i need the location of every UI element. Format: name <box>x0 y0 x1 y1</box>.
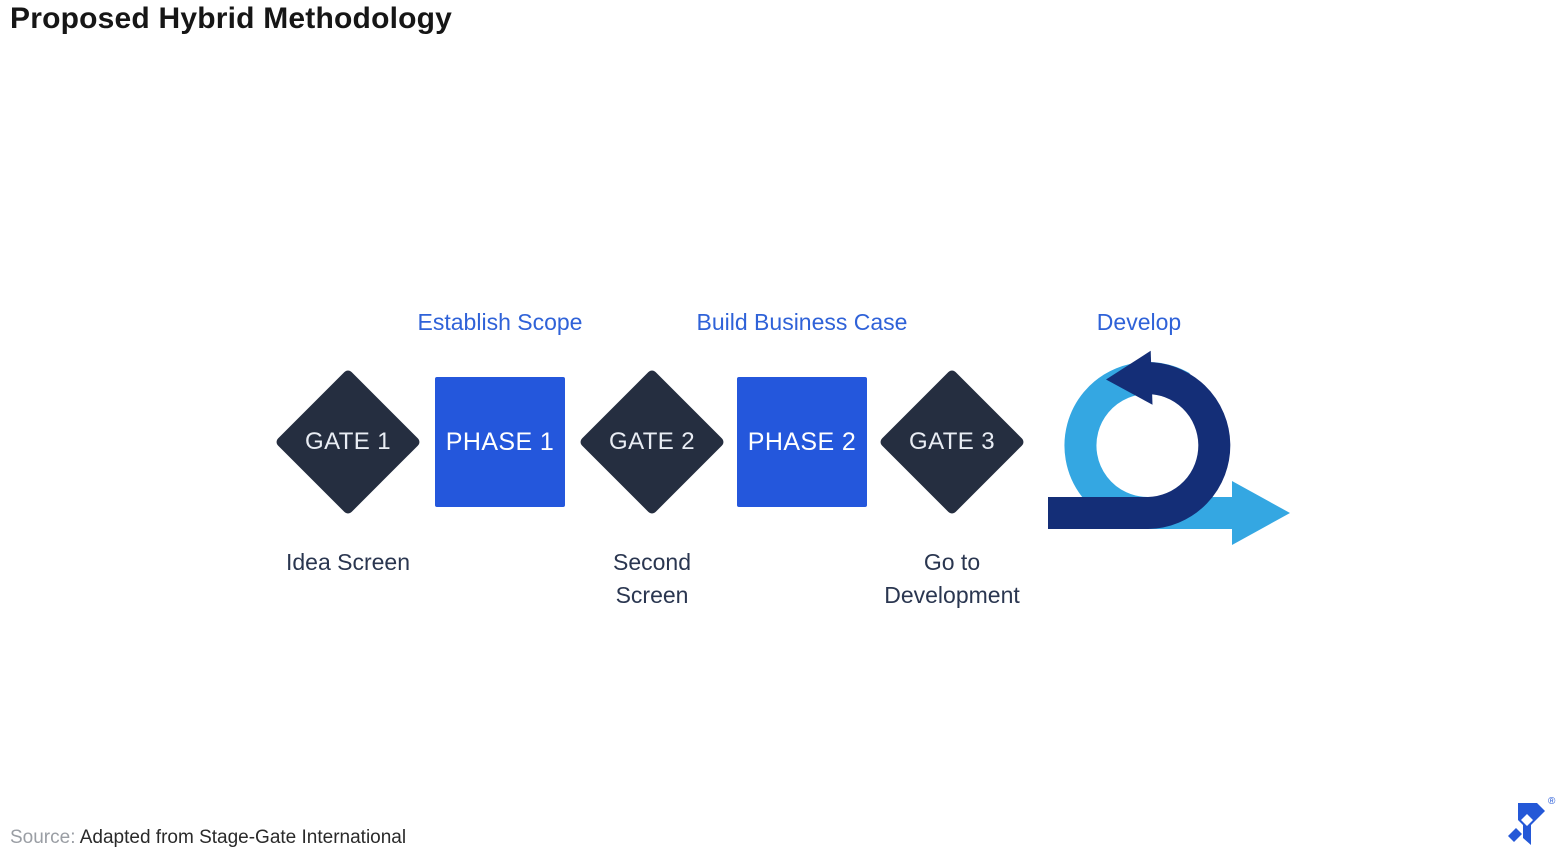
loop-dark-arc <box>1048 361 1231 529</box>
source-text: Adapted from Stage-Gate International <box>79 827 407 848</box>
top-label-establish-scope: Establish Scope <box>417 309 583 335</box>
top-label-develop: Develop <box>1096 309 1182 335</box>
top-label-build-business-case: Build Business Case <box>696 309 908 335</box>
gate-3-sublabel: Go to Development <box>884 549 1020 608</box>
phase-1-label: PHASE 1 <box>445 427 555 456</box>
gate-3-label: GATE 3 <box>909 427 995 455</box>
gate-2-diamond: GATE 2 <box>578 368 726 516</box>
toptal-logo-fragment <box>1508 828 1522 842</box>
loop-forward-arrowhead <box>1232 481 1290 545</box>
registered-trademark-icon: ® <box>1548 796 1556 807</box>
gate-3-diamond: GATE 3 <box>878 368 1026 516</box>
phase-1-square: PHASE 1 <box>435 377 565 507</box>
source-line: Source: Adapted from Stage-Gate Internat… <box>10 827 406 849</box>
gate-2-sublabel: Second Screen <box>612 549 691 608</box>
phase-2-label: PHASE 2 <box>747 427 857 456</box>
toptal-logo-mark <box>1518 803 1545 845</box>
agile-loop-icon <box>1048 350 1290 548</box>
gate-1-label: GATE 1 <box>305 427 391 455</box>
source-prefix: Source: <box>10 827 76 848</box>
toptal-logo <box>1506 801 1548 849</box>
page-title: Proposed Hybrid Methodology <box>10 2 453 35</box>
gate-2-label: GATE 2 <box>609 427 695 455</box>
gate-1-sublabel: Idea Screen <box>285 549 411 575</box>
loop-back-arrowhead <box>1106 350 1153 405</box>
phase-2-square: PHASE 2 <box>737 377 867 507</box>
gate-1-diamond: GATE 1 <box>274 368 422 516</box>
